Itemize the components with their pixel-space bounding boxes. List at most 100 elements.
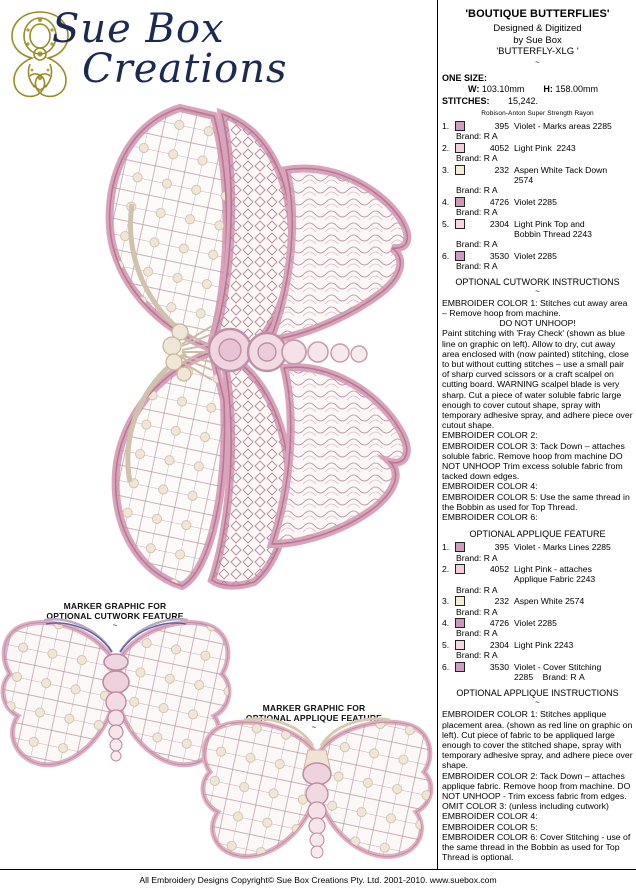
color-swatch-cell [455,618,481,628]
thread-brand: Brand: R A [456,650,498,661]
thread-color-swatch [455,639,465,650]
color-index: 6. [442,250,450,261]
collection-title: 'BOUTIQUE BUTTERFLIES' [465,8,610,20]
size-block: ONE SIZE: W: 103.10mm H: 158.00mm STITCH… [442,73,633,108]
thread-description: Light Pink 2243 [514,142,576,153]
color-index: 2. [442,563,450,574]
applique-caption-line2: OPTIONAL APPLIQUE FEATURE [245,713,383,723]
applique-wings [200,719,434,859]
color-index: 5. [442,218,450,229]
color-swatch-cell [455,563,481,574]
applique-antennae [243,717,391,747]
thread-description: Violet 2285 [514,250,557,261]
thread-brand: Brand: R A [456,552,498,563]
thread-brand: Brand: R A [456,584,498,595]
applique-body [302,749,332,859]
brand-line-2: Creations [82,46,288,92]
one-size-label: ONE SIZE: [442,72,488,83]
graphics-column: Sue Box Creations [0,4,434,859]
thread-code: 4052 [489,142,509,153]
instruction-paragraph: EMBROIDER COLOR 4: [442,481,538,492]
cutwork-caption-line2: OPTIONAL CUTWORK FEATURE [46,611,184,621]
thread-color-swatch [455,618,465,628]
wing-lower-right [266,363,411,549]
color-index: 4. [442,618,450,628]
thread-brand: Brand: R A [456,239,498,250]
brand-logo: Sue Box Creations [6,4,286,104]
height-value: 158.00mm [555,84,598,94]
title-tilde: ~ [535,57,540,67]
color-index: 3. [442,164,450,175]
applique-instructions-body: EMBROIDER COLOR 1: Stitches applique pla… [442,709,633,862]
thread-color-swatch [455,121,465,131]
color-swatch-cell [455,250,481,261]
color-row: 4. 4726 Violet 2285 [442,196,633,207]
thread-color-swatch [455,596,465,607]
stitches-row: STITCHES: 15,242. [442,96,633,108]
copyright-text: All Embroidery Designs Copyright© Sue Bo… [139,875,497,885]
applique-instructions-heading: OPTIONAL APPLIQUE INSTRUCTIONS [456,688,619,699]
thread-color-swatch [455,164,465,175]
thread-color-swatch [455,142,465,153]
instruction-paragraph: EMBROIDER COLOR 6: Cover Stitching - use… [442,831,631,863]
designed-line-1: Designed & Digitized [493,23,582,34]
footer: All Embroidery Designs Copyright© Sue Bo… [0,869,636,892]
height-label: H: [543,84,553,94]
butterfly-body [207,327,288,373]
thread-brand: Brand: R A [456,261,498,272]
wing-lower-middle [207,345,294,590]
color-index: 1. [442,542,450,553]
cutwork-wings [0,620,232,768]
instruction-paragraph: EMBROIDER COLOR 3: Tack Down – attaches … [442,440,625,482]
thread-code: 4052 [489,563,509,574]
color-index: 1. [442,121,450,131]
color-index: 4. [442,196,450,207]
color-swatch-cell [455,596,481,607]
thread-code: 4726 [489,196,509,207]
thread-color-swatch [455,196,465,207]
thread-brand: Brand: R A [456,207,498,218]
color-index: 5. [442,639,450,650]
thread-description: Violet 2285 [514,196,557,207]
instruction-paragraph: EMBROIDER COLOR 5: [442,821,538,832]
applique-instructions-tilde: ~ [535,698,540,708]
thread-color-swatch [455,542,465,553]
thread-code: 232 [494,164,509,175]
thread-code: 395 [494,542,509,553]
wing-lower-left [111,346,229,590]
thread-color-swatch [455,661,465,672]
thread-color-swatch [455,218,465,229]
cutwork-instructions-body: EMBROIDER COLOR 1: Stitches cut away are… [442,298,633,522]
thread-description: Light Pink 2243 [514,639,574,650]
instruction-paragraph: EMBROIDER COLOR 1: Stitches cut away are… [442,297,628,318]
cutwork-marker-caption: MARKER GRAPHIC FOR OPTIONAL CUTWORK FEAT… [14,601,216,630]
thread-code: 3530 [489,250,509,261]
color-index: 3. [442,596,450,607]
color-swatch-cell [455,639,481,650]
instruction-paragraph: DO NOT UNHOOP! [499,318,576,329]
brand-wordmark: Sue Box Creations [40,4,286,104]
fan-and-beads [162,323,213,382]
thread-code: 232 [494,596,509,607]
applique-caption-line1: MARKER GRAPHIC FOR [262,703,366,713]
info-panel: 'BOUTIQUE BUTTERFLIES' Designed & Digiti… [437,0,636,869]
tail-beads [281,339,368,365]
width-label: W: [468,84,480,94]
instruction-paragraph: EMBROIDER COLOR 2: Tack Down – attaches … [442,770,631,802]
thread-color-swatch [455,250,465,261]
brand-line-1: Sue Box [52,6,225,52]
instruction-paragraph: Paint stitching with 'Fray Check' (shown… [442,328,633,431]
applique-caption-tilde: ~ [311,723,317,732]
dimensions-row: W: 103.10mm H: 158.00mm [468,84,633,96]
